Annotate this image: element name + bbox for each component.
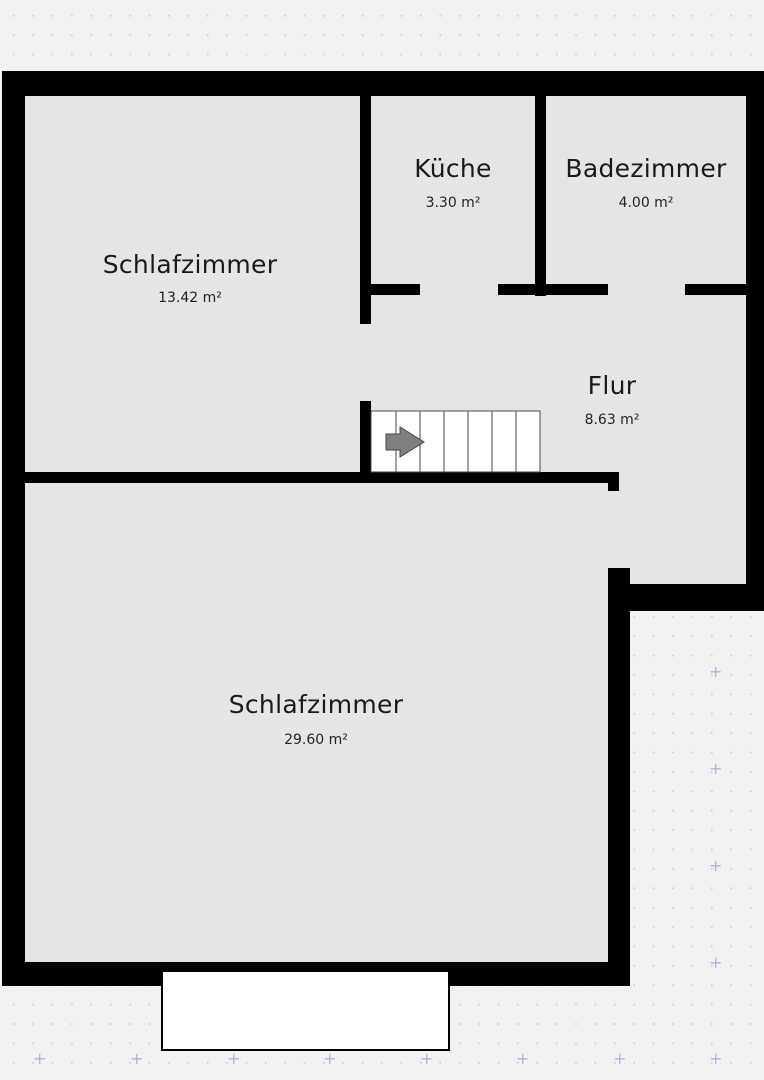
room-area: 3.30 m²: [425, 195, 481, 211]
staircase: [370, 410, 541, 473]
room-name: Schlafzimmer: [228, 690, 404, 719]
plus-icon: +: [420, 1049, 434, 1068]
plus-icon: +: [709, 759, 723, 778]
floor-schlafzimmer-large: [25, 472, 610, 962]
arrow-right-icon: [385, 426, 425, 458]
room-area: 4.00 m²: [618, 195, 674, 211]
plus-icon: +: [709, 953, 723, 972]
plus-icon: +: [709, 856, 723, 875]
room-name: Küche: [414, 154, 492, 183]
room-name: Badezimmer: [565, 154, 727, 183]
wall-kueche-left-upper: [360, 96, 371, 324]
plus-icon: +: [516, 1049, 530, 1068]
plus-icon: +: [709, 1049, 723, 1068]
wall-middle-stub: [608, 472, 619, 491]
floor-kueche: [365, 96, 540, 288]
wall-left: [2, 71, 25, 986]
wall-right: [746, 71, 764, 611]
wall-stair-left: [360, 401, 371, 483]
floor-badezimmer: [540, 96, 746, 288]
exterior-walls: [2, 71, 764, 986]
room-area: 29.60 m²: [284, 732, 348, 748]
room-area: 8.63 m²: [584, 412, 640, 428]
wall-lower-right: [608, 568, 630, 986]
interior-walls: [25, 96, 746, 491]
wall-kueche-bad-divider: [535, 96, 546, 296]
room-area: 13.42 m²: [158, 290, 222, 306]
wall-top: [2, 71, 764, 96]
plus-icon: +: [227, 1049, 241, 1068]
plus-icon: +: [323, 1049, 337, 1068]
floor-schlafzimmer-small: [25, 96, 365, 472]
wall-step-bottom: [608, 584, 764, 611]
wall-kueche-bottom-right: [498, 284, 608, 295]
floor-fills: [25, 96, 746, 962]
room-name: Schlafzimmer: [102, 250, 278, 279]
wall-kueche-bottom-left: [360, 284, 420, 295]
plus-icon: +: [33, 1049, 47, 1068]
wall-bad-bottom-right: [685, 284, 746, 295]
plus-icon: +: [709, 662, 723, 681]
plus-icon: +: [613, 1049, 627, 1068]
room-name: Flur: [587, 371, 637, 400]
plus-icon: +: [130, 1049, 144, 1068]
wall-middle-horizontal: [25, 472, 619, 483]
balcony: [161, 970, 450, 1051]
